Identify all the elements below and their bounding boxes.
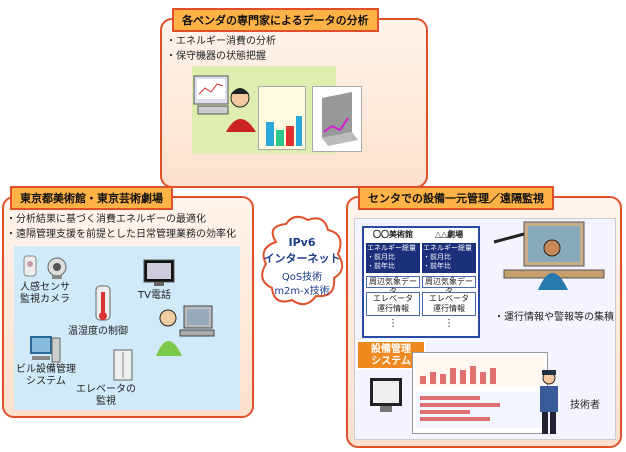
col1-sub2: ・前年比 xyxy=(367,262,395,270)
col2-energy-box: エネルギー総量 ・前月比 ・前年比 xyxy=(422,243,476,273)
col1-energy: エネルギー総量 xyxy=(367,244,416,252)
col2-weather: 周辺気象データ xyxy=(422,276,476,296)
left-bullet-2: 遠隔管理支援を前提とした日常管理業務の効率化 xyxy=(6,227,236,242)
cloud-line-2: インターネット xyxy=(263,252,341,265)
top-bullet-1: エネルギー消費の分析 xyxy=(166,34,276,49)
col2-sub2: ・前年比 xyxy=(423,262,451,270)
engineer-icon xyxy=(540,370,558,434)
temp-control-label: 温湿度の制御 xyxy=(68,326,128,337)
report-charts-icon xyxy=(416,356,544,428)
col1-energy-box: エネルギー総量 ・前月比 ・前年比 xyxy=(366,243,420,273)
left-panel-bullets: 分析結果に基づく消費エネルギーの最適化 遠隔管理支援を前提とした日常管理業務の効… xyxy=(6,212,236,242)
bms-label: ビル設備管理 システム xyxy=(16,364,76,387)
col2-header: △△劇場 xyxy=(422,230,476,242)
col1-weather: 周辺気象データ xyxy=(366,276,420,296)
col2-energy: エネルギー総量 xyxy=(423,244,472,252)
sensor-icon xyxy=(23,255,37,277)
bms-computer-icon xyxy=(30,336,61,363)
col1-header: 〇〇美術館 xyxy=(366,230,420,242)
elevator-label: エレベータの 監視 xyxy=(76,384,136,407)
cloud-line-1: IPv6 xyxy=(288,236,316,249)
operator-illustration xyxy=(156,305,215,356)
info-label: ・運行情報や警報等の集積 xyxy=(494,312,614,323)
left-bullet-1: 分析結果に基づく消費エネルギーの最適化 xyxy=(6,212,236,227)
top-panel-title: 各ベンダの専門家によるデータの分析 xyxy=(172,8,379,32)
col1-dots: ⋮ xyxy=(388,318,398,329)
top-panel-bullets: エネルギー消費の分析 保守機器の状態把握 xyxy=(166,34,276,64)
col1-sub1: ・前月比 xyxy=(367,253,395,261)
3d-chart-icon xyxy=(322,92,358,146)
top-bullet-2: 保守機器の状態把握 xyxy=(166,49,276,64)
col2-dots: ⋮ xyxy=(444,318,454,329)
sensor-camera-label: 人感センサ 監視カメラ xyxy=(20,282,70,305)
monitor-icon xyxy=(370,378,402,412)
network-cloud xyxy=(261,215,344,306)
cloud-line-4: m2m-x技術 xyxy=(274,286,330,297)
col2-sub1: ・前月比 xyxy=(423,253,451,261)
engineer-label: 技術者 xyxy=(570,400,600,411)
tv-phone-icon xyxy=(143,259,175,286)
center-operator-illustration xyxy=(493,221,605,290)
tv-phone-label: TV電話 xyxy=(138,290,171,301)
col2-elevator: エレベータ 運行情報 xyxy=(422,292,476,316)
right-panel-title: センタでの設備一元管理／遠隔監視 xyxy=(358,186,554,210)
cloud-line-3: QoS技術 xyxy=(281,272,323,283)
bar-chart-icon xyxy=(266,116,302,146)
col1-elevator: エレベータ 運行情報 xyxy=(366,292,420,316)
camera-icon xyxy=(47,257,67,279)
system-label: 設備管理 システム xyxy=(371,344,411,367)
left-panel-title: 東京都美術館・東京芸術劇場 xyxy=(10,186,173,210)
elevator-icon xyxy=(113,349,133,381)
thermometer-icon xyxy=(95,285,111,321)
analyst-illustration xyxy=(193,75,256,132)
